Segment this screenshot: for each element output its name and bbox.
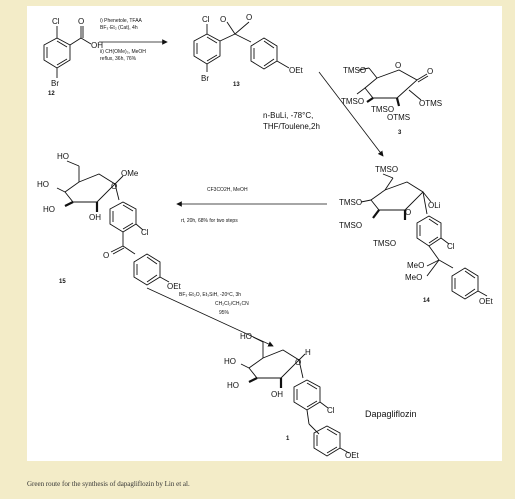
c14-tmso-3-label: TMSO bbox=[339, 221, 362, 230]
compound-15: HO HO HO OH O OMe Cl O OEt 15 bbox=[37, 152, 182, 291]
c15-ho-2-label: HO bbox=[37, 180, 49, 189]
step1: i) Phenetole, TFAA BF₃·Et₂ (Cat), 4h ii)… bbox=[99, 18, 168, 62]
figure-caption: Green route for the synthesis of dapagli… bbox=[27, 480, 190, 488]
step1-line1: i) Phenetole, TFAA bbox=[100, 18, 143, 24]
c1-name: Dapagliflozin bbox=[365, 409, 417, 419]
compound-13: Cl O O Br OEt 13 bbox=[193, 13, 304, 88]
c15-o-ring-label: O bbox=[111, 182, 117, 191]
step3-line2: rt, 20h, 68% for two steps bbox=[181, 218, 238, 224]
c1-cl-label: Cl bbox=[327, 406, 335, 415]
c14-cl-label: Cl bbox=[447, 242, 455, 251]
c12-o-label: O bbox=[78, 17, 84, 26]
c13-o1-label: O bbox=[220, 15, 226, 24]
c1-o-ring-label: O bbox=[295, 358, 301, 367]
c1-ho-2-label: HO bbox=[224, 357, 236, 366]
c3-o-carbonyl-label: O bbox=[427, 67, 433, 76]
c15-oet-label: OEt bbox=[167, 282, 182, 291]
c3-tmso-top-label: TMSO bbox=[343, 66, 366, 75]
c14-oli-label: OLi bbox=[428, 201, 441, 210]
c15-cl-label: Cl bbox=[141, 228, 149, 237]
step3: CF3CO2H, MeOH rt, 20h, 68% for two steps bbox=[176, 187, 327, 224]
step2-line1: n-BuLi, -78°C, bbox=[263, 111, 313, 120]
c3-otms-bottom-label: OTMS bbox=[387, 113, 410, 122]
step4: BF₃·Et₂O, Et₃SiH, -20ºC, 3h CH₂Cl₂/CH₃CN… bbox=[146, 287, 274, 347]
step4-arrow bbox=[146, 287, 274, 347]
c1-oet-label: OEt bbox=[345, 451, 360, 460]
c14-number: 14 bbox=[423, 298, 430, 304]
step3-line1: CF3CO2H, MeOH bbox=[207, 187, 248, 193]
step1-line4: reflux, 36h, 76% bbox=[100, 56, 137, 62]
c14-tmso-2-label: TMSO bbox=[339, 198, 362, 207]
c14-o-ring-label: O bbox=[405, 208, 411, 217]
c12-number: 12 bbox=[48, 91, 55, 97]
c14-oet-label: OEt bbox=[479, 297, 494, 306]
scheme-panel: Cl O OH Br 12 i) Phenetole, TFAA BF₃·Et₂… bbox=[27, 6, 502, 461]
c13-number: 13 bbox=[233, 82, 240, 88]
c13-br-label: Br bbox=[201, 74, 209, 83]
c15-ho-3-label: HO bbox=[43, 205, 55, 214]
compound-1: HO HO HO OH O H Cl OEt 1 Dapagliflozin bbox=[224, 332, 417, 460]
c14-tmso-top-label: TMSO bbox=[375, 165, 398, 174]
compound-12: Cl O OH Br 12 bbox=[43, 17, 103, 97]
c12-oh-label: OH bbox=[91, 41, 103, 50]
reaction-scheme: Cl O OH Br 12 i) Phenetole, TFAA BF₃·Et₂… bbox=[37, 13, 494, 460]
c1-oh-bottom-label: OH bbox=[271, 390, 283, 399]
step4-line3: 95% bbox=[219, 310, 230, 316]
c3-tmso-mid-label: TMSO bbox=[371, 105, 394, 114]
step4-line2: CH₂Cl₂/CH₃CN bbox=[215, 301, 249, 307]
step1-line3: ii) CH(OMe)₃, MeOH bbox=[100, 49, 146, 55]
c14-tmso-4-label: TMSO bbox=[373, 239, 396, 248]
c14-meo2-label: MeO bbox=[405, 273, 422, 282]
step2: n-BuLi, -78°C, THF/Toulene,2h bbox=[263, 71, 384, 157]
c12-br-label: Br bbox=[51, 79, 59, 88]
c13-cl-label: Cl bbox=[202, 15, 210, 24]
c1-ho-top-label: HO bbox=[240, 332, 252, 341]
c1-h-label: H bbox=[305, 348, 311, 357]
c1-ho-3-label: HO bbox=[227, 381, 239, 390]
c1-number: 1 bbox=[286, 436, 290, 442]
compound-3: TMSO O O TMSO TMSO OTMS OTMS 3 bbox=[341, 61, 442, 136]
step4-line1: BF₃·Et₂O, Et₃SiH, -20ºC, 3h bbox=[179, 292, 241, 298]
c15-oh-bottom-label: OH bbox=[89, 213, 101, 222]
c3-tmso-left-label: TMSO bbox=[341, 97, 364, 106]
c3-number: 3 bbox=[398, 130, 402, 136]
c13-oet-label: OEt bbox=[289, 66, 304, 75]
c15-ho-top-label: HO bbox=[57, 152, 69, 161]
c3-otms-right-label: OTMS bbox=[419, 99, 442, 108]
c15-number: 15 bbox=[59, 279, 66, 285]
c12-cl-label: Cl bbox=[52, 17, 60, 26]
c15-ome-label: OMe bbox=[121, 169, 139, 178]
c15-o-ketone-label: O bbox=[103, 251, 109, 260]
c13-o2-label: O bbox=[246, 13, 252, 22]
step2-line2: THF/Toulene,2h bbox=[263, 122, 320, 131]
step1-line2: BF₃·Et₂ (Cat), 4h bbox=[100, 25, 138, 31]
compound-14: TMSO TMSO TMSO TMSO O OLi Cl MeO MeO OEt… bbox=[339, 165, 494, 306]
step2-arrow bbox=[318, 71, 384, 157]
c3-o-ring-label: O bbox=[395, 61, 401, 70]
c14-meo1-label: MeO bbox=[407, 261, 424, 270]
